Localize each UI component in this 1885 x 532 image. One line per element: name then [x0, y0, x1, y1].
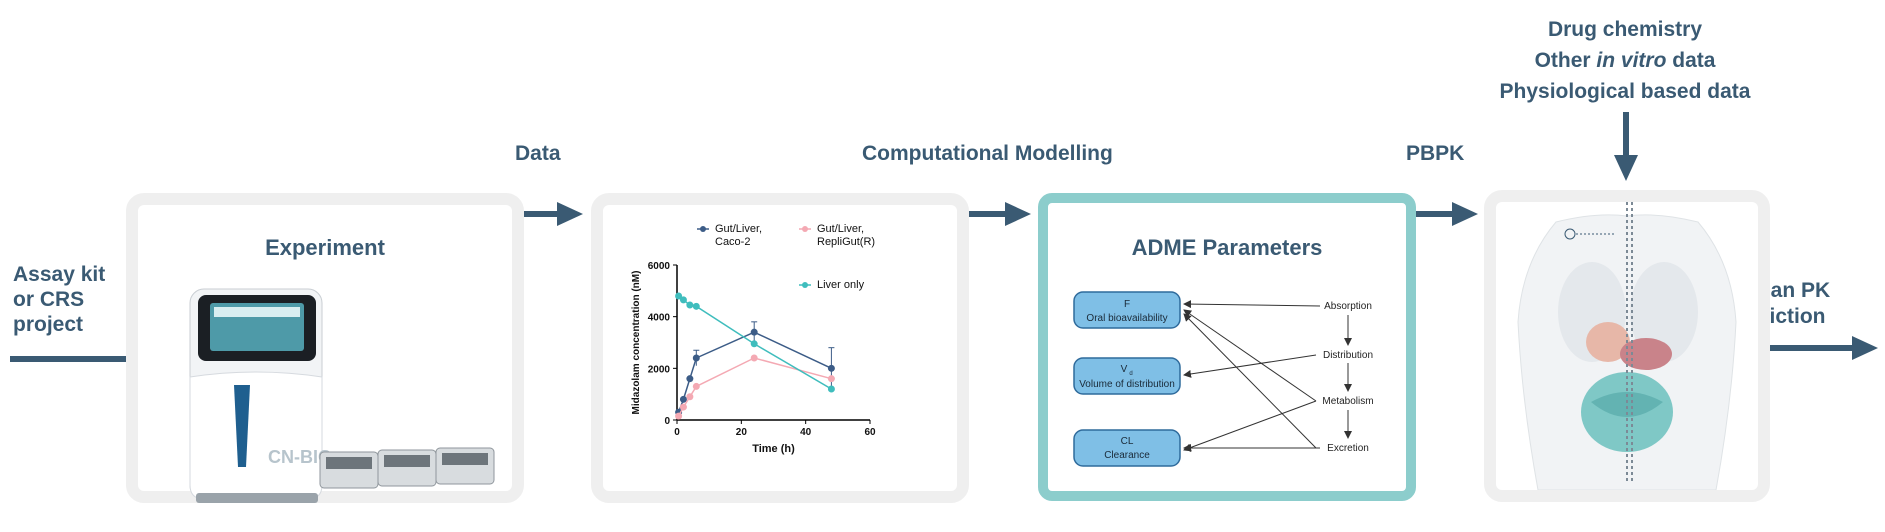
param-vd-subscript: d	[1129, 371, 1132, 377]
in-vitro-data-text: Other in vitro data	[1534, 49, 1716, 72]
adme-panel: ADME Parameters F Oral bioavailability V…	[1038, 193, 1416, 501]
y-tick-label: 4000	[648, 313, 671, 324]
param-vd-name: Volume of distribution	[1079, 379, 1175, 390]
data-point	[679, 296, 687, 304]
data-point	[827, 364, 835, 372]
data-point	[692, 354, 700, 362]
data-point	[679, 395, 687, 403]
param-vd-symbol: V	[1121, 364, 1128, 375]
y-tick-label: 6000	[648, 261, 671, 272]
data-point	[679, 403, 687, 411]
y-tick-label: 2000	[648, 364, 671, 375]
experiment-title: Experiment	[265, 235, 385, 260]
x-tick-label: 20	[736, 427, 748, 438]
device-illustration: CN-BIO	[189, 288, 495, 503]
process-metabolism: Metabolism	[1322, 396, 1373, 407]
param-f-symbol: F	[1124, 299, 1130, 310]
adme-title: ADME Parameters	[1131, 235, 1323, 260]
x-tick-label: 60	[864, 427, 876, 438]
x-tick-label: 40	[800, 427, 812, 438]
plates-icon	[319, 447, 495, 489]
param-f-name: Oral bioavailability	[1086, 313, 1167, 324]
param-cl-box: CL Clearance	[1073, 429, 1181, 467]
input-label-line-1: Assay kit	[13, 263, 106, 286]
data-point	[827, 385, 835, 393]
experiment-panel: Experiment CN-BIO	[126, 193, 524, 503]
pbpk-label: PBPK	[1406, 142, 1465, 165]
param-vd-box: V d Volume of distribution	[1073, 357, 1181, 395]
data-point	[692, 302, 700, 310]
process-absorption: Absorption	[1324, 301, 1372, 312]
x-axis-label: Time (h)	[752, 443, 795, 455]
param-f-box: F Oral bioavailability	[1073, 291, 1181, 329]
process-excretion: Excretion	[1327, 443, 1369, 454]
data-point	[686, 375, 694, 383]
data-label: Data	[515, 142, 561, 165]
data-point	[686, 301, 694, 309]
legend-label: Gut/Liver,	[715, 223, 762, 235]
series-line-1	[677, 357, 832, 417]
arrow-down-icon	[1614, 112, 1638, 181]
legend-label: RepliGut(R)	[817, 236, 875, 248]
y-axis-label: Midazolam concentration (nM)	[631, 271, 642, 415]
legend-marker	[802, 282, 808, 288]
data-point	[827, 375, 835, 383]
data-point	[692, 382, 700, 390]
device-body-icon: CN-BIO	[189, 288, 332, 503]
torso-icon	[1517, 202, 1737, 490]
data-point	[675, 292, 683, 300]
data-point	[750, 328, 758, 336]
data-point	[675, 412, 683, 420]
legend-label: Gut/Liver,	[817, 223, 864, 235]
x-tick-label: 0	[674, 427, 680, 438]
legend-label: Liver only	[817, 279, 865, 291]
y-tick-label: 0	[664, 416, 670, 427]
physiological-data-text: Physiological based data	[1499, 80, 1751, 103]
process-distribution: Distribution	[1323, 350, 1373, 361]
adme-diagram: F Oral bioavailability V d Volume of dis…	[1073, 291, 1374, 467]
data-point	[686, 393, 694, 401]
human-body-illustration	[1517, 202, 1737, 490]
legend-marker	[802, 226, 808, 232]
data-point	[750, 354, 758, 362]
param-cl-symbol: CL	[1121, 436, 1134, 447]
input-label: Assay kit or CRS project	[13, 262, 105, 337]
legend-marker	[700, 226, 706, 232]
data-point	[750, 340, 758, 348]
top-inputs-label: Drug chemistry Other in vitro data Physi…	[1480, 14, 1770, 107]
drug-chemistry-text: Drug chemistry	[1547, 18, 1703, 41]
device-brand-text: CN-BIO	[268, 447, 332, 467]
input-label-line-2: or CRS	[13, 288, 85, 311]
pbpk-panel	[1484, 190, 1770, 502]
legend-label: Caco-2	[715, 236, 750, 248]
input-label-line-3: project	[13, 313, 84, 336]
modelling-label: Computational Modelling	[862, 142, 1113, 165]
param-cl-name: Clearance	[1104, 450, 1150, 461]
